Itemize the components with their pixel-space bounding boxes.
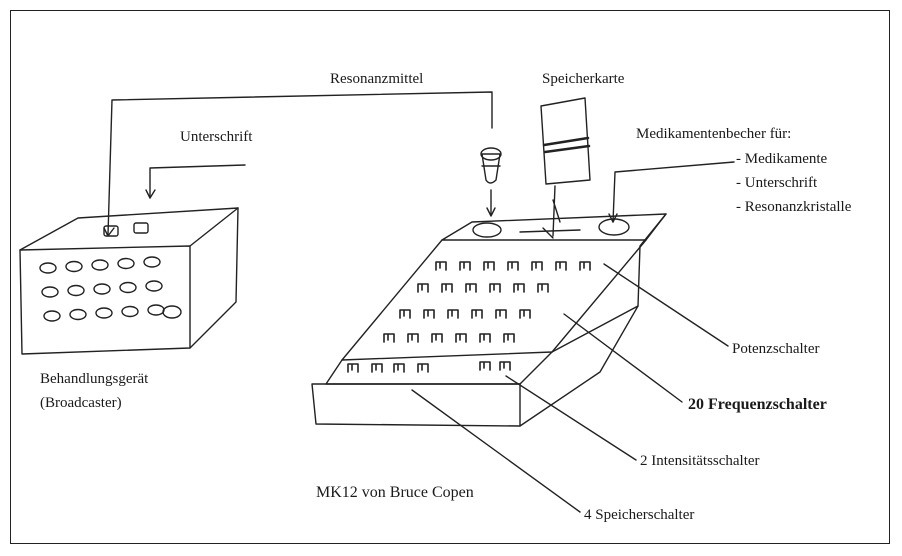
- broadcaster-dial: [145, 280, 163, 292]
- panel-switch: [459, 261, 471, 271]
- panel-switch: [447, 309, 459, 319]
- panel-switch: [371, 363, 383, 373]
- panel-switch: [479, 361, 491, 371]
- resonanzmittel-label: Resonanzmittel: [330, 71, 424, 87]
- panel-switch: [417, 363, 429, 373]
- panel-switch: [495, 309, 507, 319]
- panel-switch: [507, 261, 519, 271]
- becher-arrow: [608, 161, 735, 223]
- broadcaster-dial: [162, 305, 182, 319]
- broadcaster-dial: [117, 257, 135, 270]
- potenzschalter-label: Potenzschalter: [732, 341, 820, 357]
- panel-switch: [417, 283, 429, 293]
- panel-switch: [489, 283, 501, 293]
- panel-switch: [435, 261, 447, 271]
- becher-item-unterschrift: - Unterschrift: [736, 175, 818, 191]
- speicherschalter-label: 4 Speicherschalter: [584, 507, 695, 523]
- broadcaster-dials: [39, 256, 182, 322]
- behandlungsgeraet-label: Behandlungsgerät: [40, 371, 149, 387]
- panel-switch: [555, 261, 567, 271]
- broadcaster-dial: [39, 262, 57, 274]
- panel-switch: [579, 261, 591, 271]
- panel-switch: [399, 309, 411, 319]
- panel-switch: [455, 333, 467, 343]
- panel-switch: [483, 261, 495, 271]
- panel-switch: [479, 333, 491, 343]
- vial-icon: [480, 147, 502, 217]
- frequenzschalter-label: 20 Frequenzschalter: [688, 396, 827, 413]
- panel-switch: [393, 363, 405, 373]
- broadcaster-dial: [65, 260, 83, 273]
- panel-switch: [519, 309, 531, 319]
- frequency-switches: [347, 261, 591, 373]
- broadcaster-box: [19, 207, 239, 355]
- panel-switch: [383, 333, 395, 343]
- mk12-label: MK12 von Bruce Copen: [316, 484, 474, 501]
- panel-switch: [531, 261, 543, 271]
- becher-item-resonanzkristalle: - Resonanzkristalle: [736, 199, 852, 215]
- broadcaster-dial: [121, 305, 139, 318]
- broadcaster-dial: [43, 310, 61, 322]
- panel-switch: [441, 283, 453, 293]
- panel-switch: [499, 361, 511, 371]
- intensitaetsschalter-label: 2 Intensitätsschalter: [640, 453, 760, 469]
- broadcaster-dial: [147, 304, 165, 316]
- panel-switch: [423, 309, 435, 319]
- broadcaster-dial: [69, 308, 87, 321]
- resonanzmittel-arrow: [103, 91, 493, 237]
- panel-switch: [347, 363, 359, 373]
- broadcaster-dial: [93, 283, 111, 295]
- panel-switch: [407, 333, 419, 343]
- panel-switch: [471, 309, 483, 319]
- panel-switch: [537, 283, 549, 293]
- unterschrift-label: Unterschrift: [180, 129, 253, 145]
- diagram-frame: [10, 10, 890, 544]
- broadcaster-dial: [119, 281, 137, 294]
- broadcaster-dial: [41, 286, 59, 298]
- mk12-device: [311, 213, 667, 427]
- panel-switch: [513, 283, 525, 293]
- broadcaster-dial: [67, 284, 85, 297]
- unterschrift-arrow: [145, 164, 246, 199]
- broadcaster-dial: [91, 259, 109, 271]
- speicherkarte-label: Speicherkarte: [542, 71, 625, 87]
- panel-switch: [503, 333, 515, 343]
- becher-item-medikamente: - Medikamente: [736, 151, 828, 167]
- broadcaster-label: (Broadcaster): [40, 395, 122, 411]
- broadcaster-dial: [143, 256, 161, 268]
- callout-lines: [411, 263, 729, 513]
- broadcaster-dial: [95, 307, 113, 319]
- panel-switch: [465, 283, 477, 293]
- panel-switch: [431, 333, 443, 343]
- becher-title-label: Medikamentenbecher für:: [636, 126, 792, 142]
